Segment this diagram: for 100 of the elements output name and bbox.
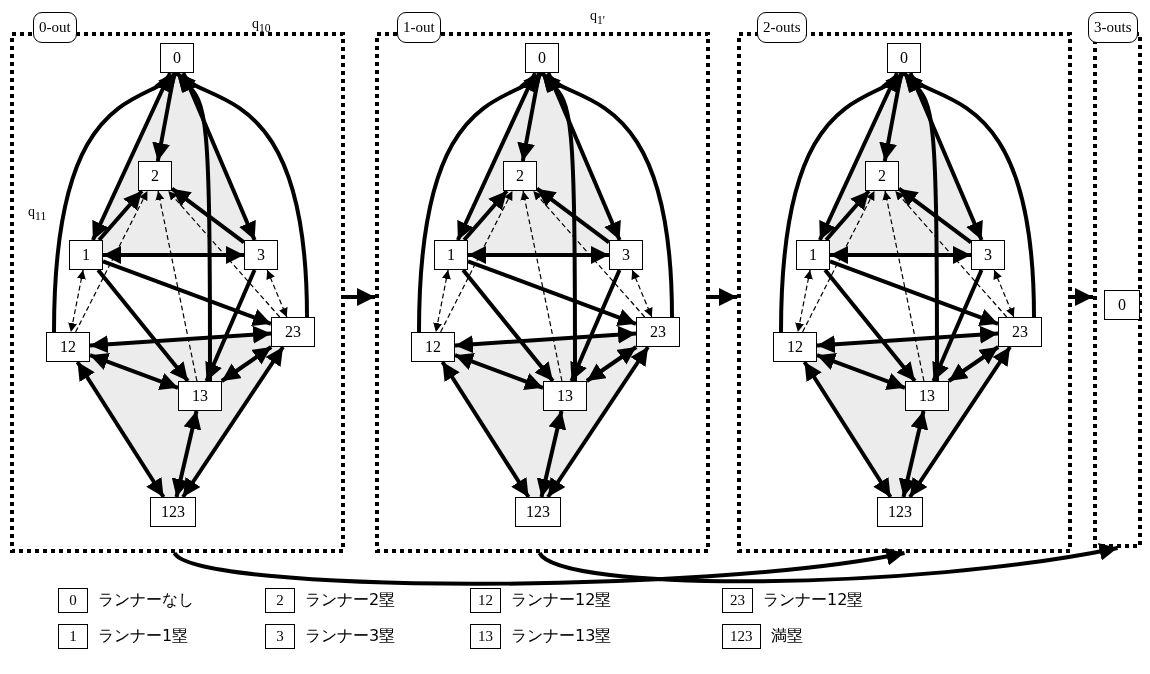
arrow xyxy=(220,345,273,383)
arrow xyxy=(75,360,166,499)
arrow xyxy=(947,345,1000,383)
legend-key: 1 xyxy=(58,624,88,649)
arrow xyxy=(818,72,899,241)
state-box: 13 xyxy=(178,381,222,411)
arrow xyxy=(97,189,144,242)
legend-text: ランナーなし xyxy=(98,590,194,611)
arrow xyxy=(824,189,871,242)
arrow xyxy=(585,345,638,383)
arrow xyxy=(902,71,939,381)
state-box: 23 xyxy=(271,317,315,347)
state-box: 1 xyxy=(796,240,830,270)
arrow xyxy=(532,190,646,318)
panel-heading: 2-outs xyxy=(757,12,807,43)
arrow xyxy=(175,71,212,381)
arrow xyxy=(631,269,653,318)
arrow xyxy=(816,325,999,354)
panel-frame xyxy=(10,32,345,553)
state-box: 12 xyxy=(411,332,455,362)
arrow xyxy=(897,187,973,244)
arrow xyxy=(96,268,190,383)
arrow xyxy=(536,410,567,498)
arrow xyxy=(908,72,984,241)
arrow xyxy=(52,71,179,333)
arrow xyxy=(894,190,1008,318)
state-box: 23 xyxy=(636,317,680,347)
arrow xyxy=(102,259,272,326)
arrow xyxy=(461,268,555,383)
arrow xyxy=(779,71,906,333)
state-box: 0 xyxy=(525,43,559,73)
legend-key: 123 xyxy=(722,624,761,649)
legend-text: ランナー1塁 xyxy=(98,626,189,647)
arrow xyxy=(462,189,509,242)
arrow xyxy=(417,71,544,333)
arrow xyxy=(569,269,622,382)
legend-text: ランナー2塁 xyxy=(305,590,396,611)
arrow xyxy=(456,72,537,241)
legend-text: 満塁 xyxy=(770,626,803,647)
arrow xyxy=(91,72,172,241)
arrow xyxy=(433,269,451,333)
arrow xyxy=(795,269,813,333)
legend-key: 3 xyxy=(265,624,295,649)
state-box: 3 xyxy=(971,240,1005,270)
state-box: 23 xyxy=(998,317,1042,347)
state-box: 0 xyxy=(1104,290,1140,320)
panel-heading: 3-outs xyxy=(1088,12,1138,43)
legend-text: ランナー12塁 xyxy=(511,590,612,611)
arrow xyxy=(540,71,577,381)
arrow xyxy=(454,353,544,390)
arrow xyxy=(167,190,281,318)
state-box: 12 xyxy=(773,332,817,362)
legend-text: ランナー12塁 xyxy=(763,590,864,611)
arrow xyxy=(155,190,198,382)
arrow xyxy=(1072,288,1093,306)
state-box: 3 xyxy=(244,240,278,270)
arrow xyxy=(546,72,622,241)
arrow xyxy=(517,72,542,162)
legend-key: 12 xyxy=(470,588,501,613)
state-box: 2 xyxy=(503,161,537,191)
panel-frame xyxy=(737,32,1072,553)
arrow xyxy=(830,246,971,264)
state-box: 3 xyxy=(609,240,643,270)
arrow xyxy=(468,246,609,264)
arrow xyxy=(823,268,917,383)
legend-text: ランナー13塁 xyxy=(511,626,612,647)
state-label: q$_{10}$ xyxy=(252,16,271,35)
state-box: 1 xyxy=(69,240,103,270)
state-box: 13 xyxy=(543,381,587,411)
arrow xyxy=(546,345,650,499)
arrow xyxy=(520,190,563,382)
arrow xyxy=(89,325,272,354)
arrow xyxy=(440,360,531,499)
arrow xyxy=(89,353,179,390)
state-box: 0 xyxy=(160,43,194,73)
arrow xyxy=(538,542,1118,584)
arrow xyxy=(898,410,929,498)
state-box: 123 xyxy=(877,497,923,527)
legend-key: 0 xyxy=(58,588,88,613)
state-box: 1 xyxy=(434,240,468,270)
arrow xyxy=(171,410,202,498)
arrow xyxy=(454,325,637,354)
arrow xyxy=(710,288,737,306)
state-box: 2 xyxy=(865,161,899,191)
arrow xyxy=(181,345,285,499)
arrow xyxy=(440,190,513,333)
panel-heading: 1-out xyxy=(397,12,441,43)
arrow xyxy=(68,269,86,333)
arrow xyxy=(816,353,906,390)
panel-frame xyxy=(375,32,710,553)
arrow xyxy=(535,187,611,244)
state-box: 12 xyxy=(46,332,90,362)
legend-text: ランナー3塁 xyxy=(305,626,396,647)
arrow xyxy=(802,360,893,499)
arrow xyxy=(204,269,257,382)
state-box: 123 xyxy=(150,497,196,527)
panel-frame xyxy=(1093,32,1142,548)
state-label: q$_{1'}$ xyxy=(590,8,605,27)
state-box: 2 xyxy=(138,161,172,191)
arrow xyxy=(152,72,177,162)
